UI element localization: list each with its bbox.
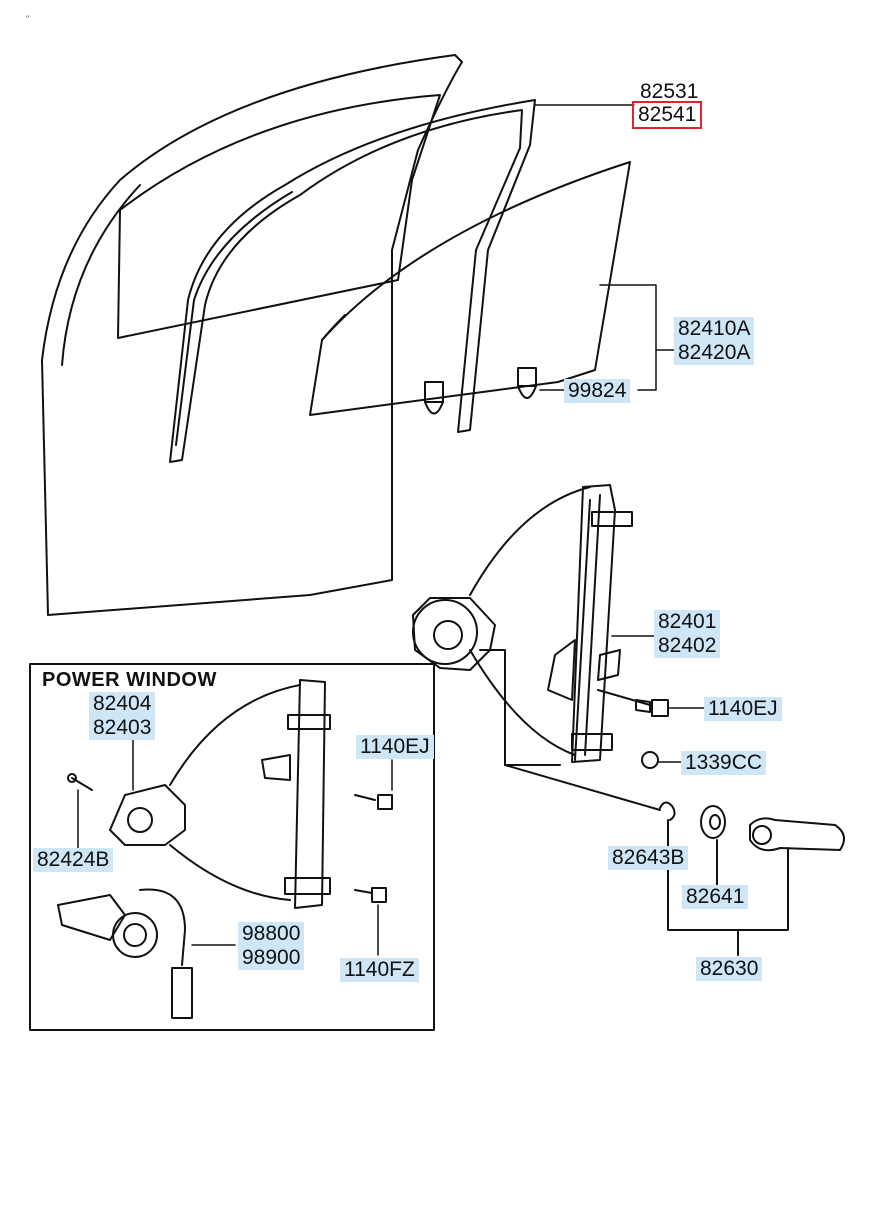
power-window-inset-frame bbox=[29, 663, 435, 1031]
part-label-1140ej-inset[interactable]: 1140EJ bbox=[356, 735, 434, 759]
leader-lines bbox=[534, 104, 707, 763]
glass-run-channel bbox=[169, 99, 536, 463]
part-label-1140ej-main[interactable]: 1140EJ bbox=[704, 697, 782, 721]
regulator-rail bbox=[547, 484, 633, 763]
part-label-82424b[interactable]: 82424B bbox=[33, 848, 114, 872]
inset-regulator bbox=[67, 679, 393, 909]
part-label-99824[interactable]: 99824 bbox=[564, 379, 631, 403]
inset-leaders bbox=[77, 739, 393, 956]
door-glass bbox=[309, 161, 631, 416]
inset-motor bbox=[57, 888, 193, 1019]
part-label-82420a[interactable]: 82420A bbox=[674, 341, 755, 365]
part-label-82401[interactable]: 82401 bbox=[654, 610, 721, 634]
nut-1339cc bbox=[641, 751, 659, 769]
part-label-82410a[interactable]: 82410A bbox=[674, 317, 755, 341]
handle-parts bbox=[659, 801, 845, 956]
regulator-cable bbox=[412, 486, 661, 811]
inset-title: POWER WINDOW bbox=[42, 669, 217, 691]
part-label-82641[interactable]: 82641 bbox=[682, 885, 749, 909]
part-label-1339cc[interactable]: 1339CC bbox=[681, 751, 767, 775]
part-label-98800[interactable]: 98800 bbox=[238, 922, 305, 946]
part-label-82541-selected[interactable]: 82541 bbox=[631, 101, 703, 129]
part-label-82403[interactable]: 82403 bbox=[89, 716, 156, 740]
part-label-1140fz[interactable]: 1140FZ bbox=[340, 958, 419, 982]
door-shell bbox=[41, 54, 463, 616]
part-label-82630[interactable]: 82630 bbox=[696, 957, 763, 981]
part-label-82643b[interactable]: 82643B bbox=[608, 846, 689, 870]
bolt-main bbox=[597, 689, 669, 717]
part-label-82531[interactable]: 82531 bbox=[640, 80, 699, 103]
part-label-82402[interactable]: 82402 bbox=[654, 634, 721, 658]
part-label-98900[interactable]: 98900 bbox=[238, 946, 305, 970]
stray-mark: " bbox=[26, 14, 30, 24]
part-label-82404[interactable]: 82404 bbox=[89, 692, 156, 716]
